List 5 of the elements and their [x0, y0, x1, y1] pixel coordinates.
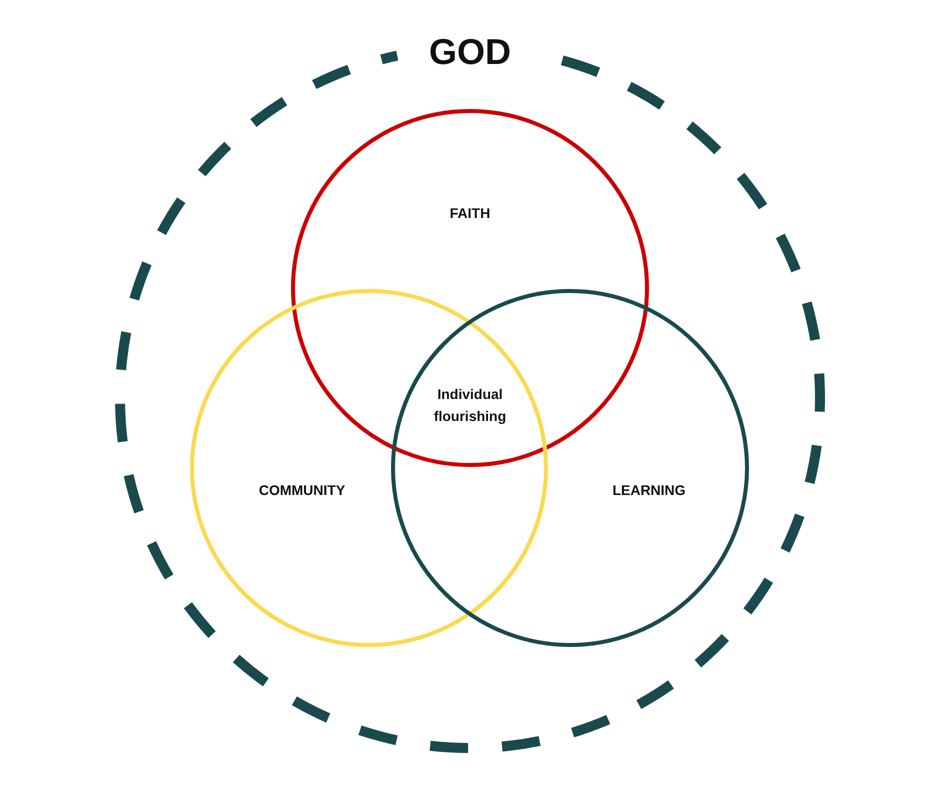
circle-label: LEARNING — [612, 482, 686, 498]
circle-label: FAITH — [450, 205, 490, 221]
circle-label: COMMUNITY — [258, 482, 346, 498]
heading: GOD — [429, 31, 511, 73]
center-label: Individual flourishing — [432, 385, 508, 426]
